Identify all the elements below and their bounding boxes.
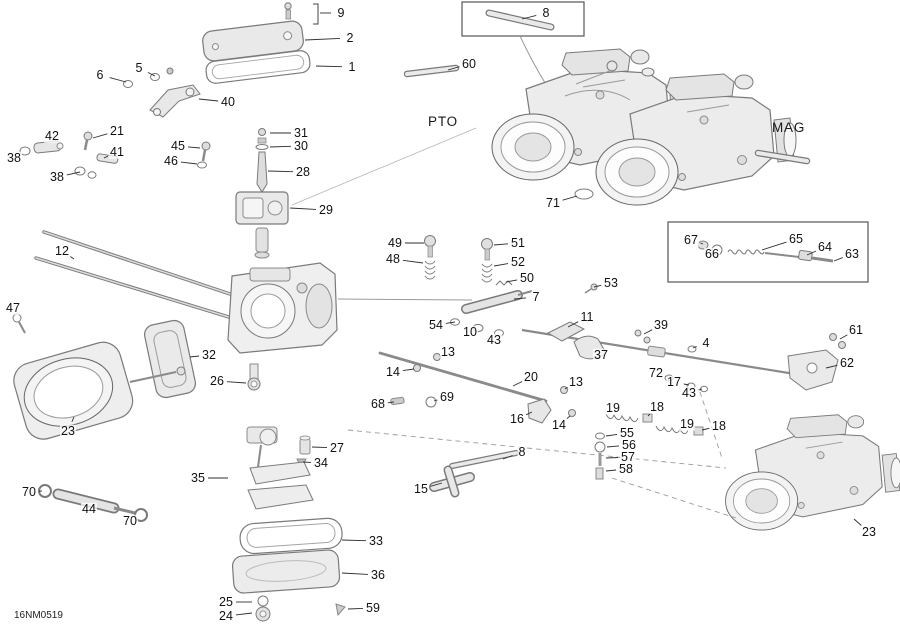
damper-assembly — [38, 484, 148, 522]
carb-top-fittings — [575, 60, 655, 85]
carb-main-body — [227, 262, 473, 354]
grommet-71 — [574, 188, 594, 200]
adjustment-screws — [424, 235, 598, 294]
throttle-rods — [34, 230, 238, 320]
screw-47 — [12, 313, 26, 334]
jet-needle-assembly — [235, 127, 477, 259]
cable-clamp-parts — [19, 131, 119, 179]
fuel-tubes-60 — [403, 64, 811, 200]
piston-valve-assembly — [450, 290, 533, 337]
inset-adjuster-box — [667, 221, 869, 283]
pto-label: PTO — [428, 114, 458, 129]
part-code: 16NM0519 — [14, 610, 63, 621]
throttle-body-left — [13, 319, 261, 440]
mag-label: MAG — [772, 120, 806, 135]
guide-lines — [347, 391, 737, 519]
float-bowl-cover-assembly — [202, 2, 319, 84]
choke-lever-assembly — [123, 67, 201, 118]
throttle-shaft-assembly — [378, 321, 846, 436]
fuel-fittings — [390, 396, 519, 498]
float-assembly — [231, 426, 346, 622]
carburetor-bottom — [724, 414, 900, 531]
screw-45-46 — [197, 141, 211, 169]
